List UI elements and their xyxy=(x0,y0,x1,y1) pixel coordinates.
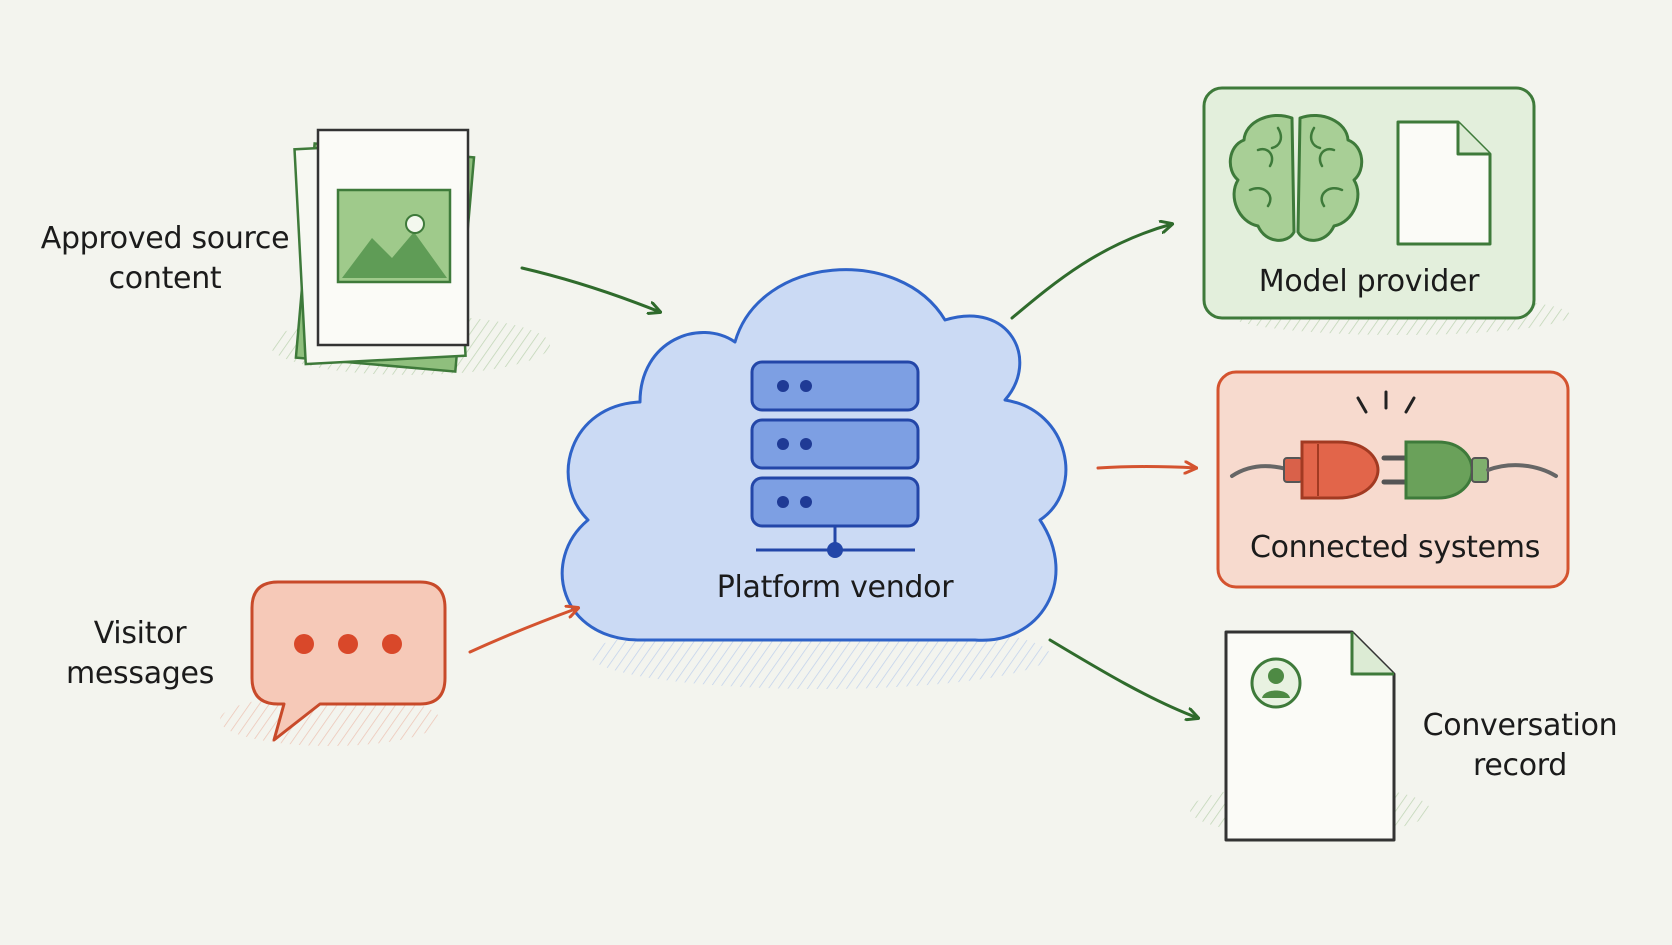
arrow-platform-to-model xyxy=(1010,224,1172,320)
brain-icon xyxy=(1228,113,1364,242)
spark-lines-icon xyxy=(1356,390,1416,414)
arrow-platform-to-systems xyxy=(1096,467,1196,469)
arrow-source-to-platform xyxy=(520,266,660,312)
document-stack-icon xyxy=(270,128,550,375)
model-provider-label: Model provider xyxy=(1258,264,1480,299)
user-avatar-icon xyxy=(1250,657,1302,709)
arrow-platform-to-record xyxy=(1048,638,1198,718)
arrow-messages-to-platform xyxy=(468,608,578,654)
conversation-record-label: Conversation record xyxy=(1422,708,1618,783)
socket-icon xyxy=(1381,440,1558,500)
approved-source-content-label: Approved source content xyxy=(40,221,290,296)
file-icon xyxy=(1396,120,1492,246)
server-icon xyxy=(750,360,920,558)
platform-vendor-label: Platform vendor xyxy=(716,570,954,605)
connected-systems-label: Connected systems xyxy=(1249,530,1541,565)
record-document-icon xyxy=(1190,630,1430,842)
visitor-messages-label: Visitor messages xyxy=(65,616,215,691)
plug-icon xyxy=(1230,440,1380,500)
chat-bubble-icon xyxy=(220,580,447,746)
